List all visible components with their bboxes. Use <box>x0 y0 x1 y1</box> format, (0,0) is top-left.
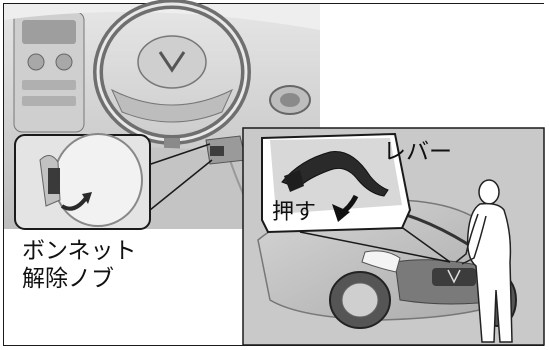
person-figure <box>455 179 513 343</box>
push-label: 押す <box>272 200 317 225</box>
bonnet-release-knob-label-line2: 解除ノブ <box>22 266 114 292</box>
lever-zoom-inset <box>261 132 451 263</box>
bonnet-release-knob-label-line1: ボンネット <box>22 238 137 264</box>
knob-zoom-inset <box>14 133 213 230</box>
lever-label: レバー <box>383 139 452 165</box>
